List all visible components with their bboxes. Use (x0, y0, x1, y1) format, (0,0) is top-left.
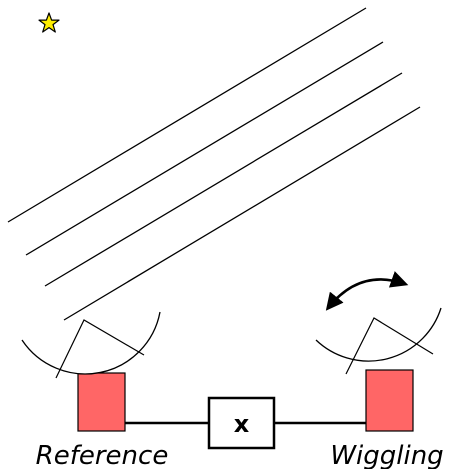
reference-dish (21, 311, 161, 375)
reference-feed-support (55, 319, 145, 379)
wiggling-dish (315, 307, 442, 362)
wavefront-line (25, 41, 384, 256)
wiggling-pedestal (365, 369, 414, 432)
reference-antenna (21, 311, 161, 432)
reference-pedestal (77, 372, 126, 432)
wavefront-line (7, 7, 367, 223)
wavefronts (7, 7, 421, 321)
wiggling-feed-support (345, 317, 434, 375)
wiggling-label: Wiggling (330, 441, 443, 469)
correlator-label: x (234, 410, 250, 438)
wavefront-line (44, 72, 403, 287)
star-icon (38, 12, 60, 33)
wiggling-antenna (315, 307, 442, 432)
wavefront-line (63, 106, 421, 321)
double-headed-curved-arrow-icon (325, 271, 409, 311)
reference-label: Reference (36, 441, 169, 469)
correlator-box (207, 396, 276, 450)
